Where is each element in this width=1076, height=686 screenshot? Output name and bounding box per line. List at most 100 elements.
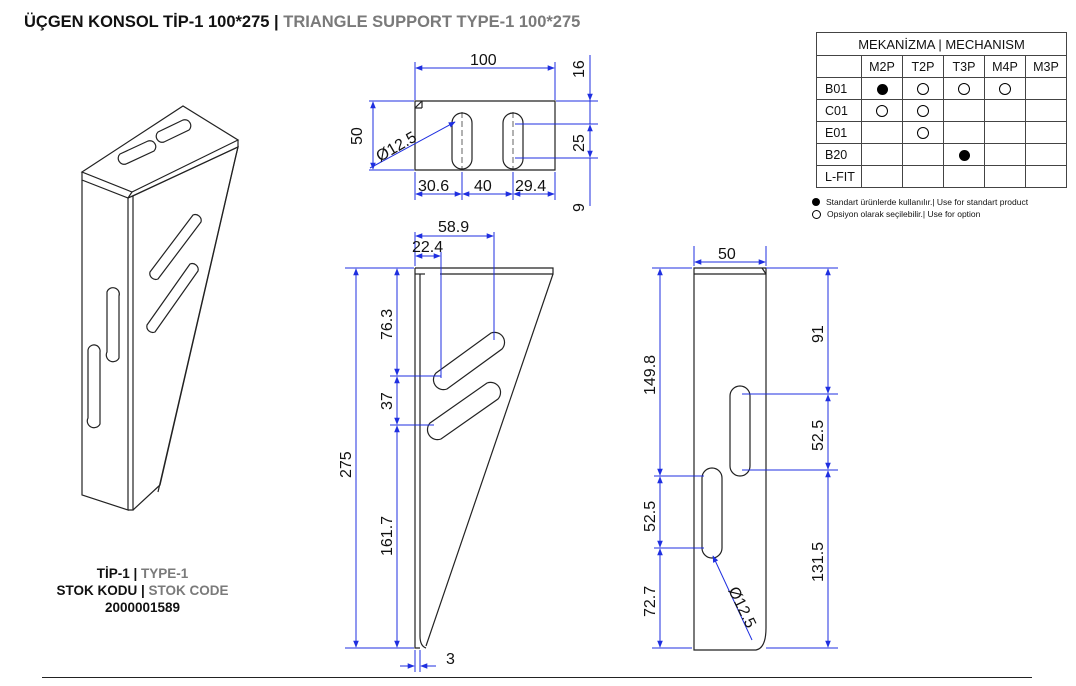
dim-side-58-9: 58.9 xyxy=(438,219,469,236)
mechanism-cell xyxy=(1025,121,1067,144)
mechanism-cell xyxy=(984,77,1026,100)
mechanism-cell xyxy=(943,77,985,100)
mechanism-row: E01 xyxy=(816,121,1067,144)
mechanism-cell xyxy=(902,165,944,188)
mechanism-cell xyxy=(861,165,903,188)
dim-side-37: 37 xyxy=(379,392,396,410)
dim-top-bottom: 9 xyxy=(571,203,588,212)
col-m4p: M4P xyxy=(984,55,1026,78)
col-t3p: T3P xyxy=(943,55,985,78)
mechanism-column-row: M2P T2P T3P M4P M3P xyxy=(816,55,1067,78)
mechanism-row-label: E01 xyxy=(816,121,862,144)
legend: Standart ürünlerde kullanılır.| Use for … xyxy=(812,196,1028,220)
dim-side-275: 275 xyxy=(338,451,355,478)
dim-top-hole: Ø12.5 xyxy=(374,129,420,166)
filled-circle-icon xyxy=(958,149,970,161)
mechanism-cell xyxy=(902,121,944,144)
mechanism-header: MEKANİZMA | MECHANISM xyxy=(816,32,1067,56)
dim-front-72-7: 72.7 xyxy=(642,586,659,617)
dim-top-x3: 29.4 xyxy=(515,178,546,195)
mechanism-row-label: B20 xyxy=(816,143,862,166)
legend-option: Opsiyon olarak seçilebilir.| Use for opt… xyxy=(812,208,1028,220)
mechanism-cell xyxy=(902,77,944,100)
dim-top-height: 50 xyxy=(349,127,366,145)
mechanism-cell xyxy=(902,99,944,122)
drawing-title: ÜÇGEN KONSOL TİP-1 100*275 | TRIANGLE SU… xyxy=(24,13,580,32)
stock-code: 2000001589 xyxy=(104,600,181,615)
dim-front-52-5-right: 52.5 xyxy=(810,420,827,451)
mechanism-cell xyxy=(943,99,985,122)
dim-side-76-3: 76.3 xyxy=(379,309,396,340)
open-circle-icon xyxy=(999,83,1011,96)
mechanism-row-label: B01 xyxy=(816,77,862,100)
mechanism-cell xyxy=(943,143,985,166)
mechanism-cell xyxy=(984,165,1026,188)
dim-top-flange: 16 xyxy=(571,60,588,78)
caption-stock-en: STOK CODE xyxy=(144,583,229,598)
mechanism-cell xyxy=(984,99,1026,122)
mechanism-cell xyxy=(861,121,903,144)
open-circle-icon xyxy=(812,209,821,219)
mechanism-row: B01 xyxy=(816,77,1067,100)
title-turkish: ÜÇGEN KONSOL TİP-1 100*275 | xyxy=(24,13,279,31)
dim-front-149-8: 149.8 xyxy=(642,355,659,395)
product-caption: TİP-1 | TYPE-1 STOK KODU | STOK CODE 200… xyxy=(40,565,245,616)
front-view: 50 149.8 91 52.5 52.5 72.7 131.5 Ø12.5 xyxy=(642,246,838,651)
mechanism-row: B20 xyxy=(816,143,1067,166)
mechanism-cell xyxy=(943,165,985,188)
legend-standard: Standart ürünlerde kullanılır.| Use for … xyxy=(812,196,1028,208)
side-view: 58.9 22.4 76.3 37 275 161.7 3 xyxy=(338,219,554,672)
mechanism-cell xyxy=(902,143,944,166)
mechanism-corner-cell xyxy=(816,55,862,78)
mechanism-cell xyxy=(984,143,1026,166)
dim-top-slot: 25 xyxy=(571,134,588,152)
mechanism-cell xyxy=(984,121,1026,144)
mechanism-cell xyxy=(1025,143,1067,166)
dim-front-131-5: 131.5 xyxy=(810,542,827,582)
caption-type-line: TİP-1 | TYPE-1 xyxy=(40,565,245,582)
title-english: TRIANGLE SUPPORT TYPE-1 100*275 xyxy=(278,13,581,31)
caption-type-tr: TİP-1 | xyxy=(96,566,138,581)
top-view: 100 16 50 Ø12.5 25 9 30.6 40 29.4 xyxy=(349,52,598,212)
legend-standard-text: Standart ürünlerde kullanılır.| Use for … xyxy=(826,197,1029,207)
filled-circle-icon xyxy=(812,198,820,206)
open-circle-icon xyxy=(917,105,929,118)
mechanism-cell xyxy=(861,143,903,166)
dim-top-width: 100 xyxy=(470,52,497,69)
mechanism-cell xyxy=(1025,99,1067,122)
mechanism-cell xyxy=(1025,77,1067,100)
mechanism-cell xyxy=(943,121,985,144)
mechanism-cell xyxy=(861,77,903,100)
mechanism-row-label: L-FIT xyxy=(816,165,862,188)
open-circle-icon xyxy=(958,83,970,96)
dim-side-161-7: 161.7 xyxy=(379,516,396,556)
dim-front-width: 50 xyxy=(718,246,736,263)
caption-stock-tr: STOK KODU | xyxy=(56,583,145,598)
caption-type-en: TYPE-1 xyxy=(137,566,189,581)
col-m3p: M3P xyxy=(1025,55,1067,78)
dim-top-x2: 40 xyxy=(474,178,492,195)
caption-stock-line: STOK KODU | STOK CODE xyxy=(40,582,245,599)
dim-top-x1: 30.6 xyxy=(418,178,449,195)
dim-front-hole: Ø12.5 xyxy=(724,584,758,631)
legend-option-text: Opsiyon olarak seçilebilir.| Use for opt… xyxy=(827,209,981,219)
mechanism-row-label: C01 xyxy=(816,99,862,122)
dim-front-91: 91 xyxy=(810,325,827,343)
mechanism-row: C01 xyxy=(816,99,1067,122)
open-circle-icon xyxy=(917,83,929,96)
bottom-rule xyxy=(42,677,1032,678)
open-circle-icon xyxy=(917,127,929,140)
open-circle-icon xyxy=(876,105,888,118)
dim-side-thickness: 3 xyxy=(446,651,455,668)
mechanism-cell xyxy=(861,99,903,122)
dim-side-22-4: 22.4 xyxy=(412,239,443,256)
dim-front-52-5-left: 52.5 xyxy=(642,501,659,532)
mechanism-table: MEKANİZMA | MECHANISM M2P T2P T3P M4P M3… xyxy=(816,32,1067,188)
col-m2p: M2P xyxy=(861,55,903,78)
mechanism-row: L-FIT xyxy=(816,165,1067,188)
isometric-view xyxy=(80,105,240,511)
col-t2p: T2P xyxy=(902,55,944,78)
